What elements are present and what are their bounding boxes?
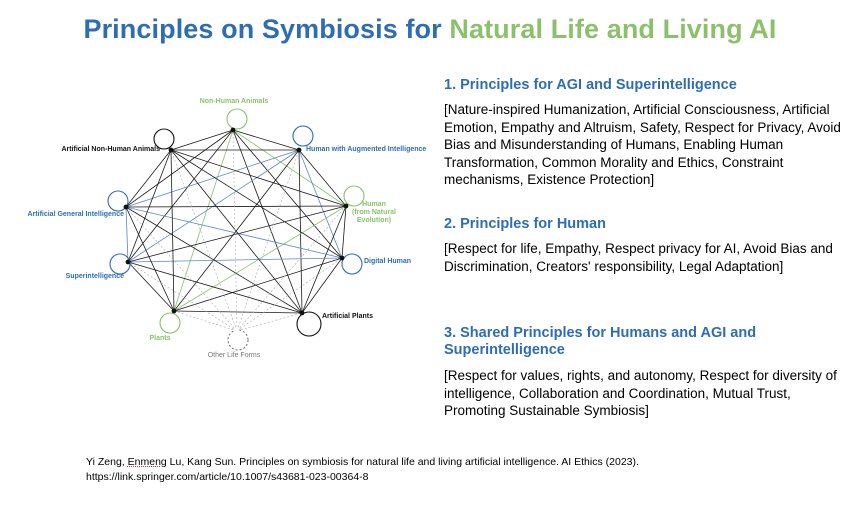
edge-hne-agi: [125, 205, 347, 208]
edge-nha-agi: [125, 129, 234, 208]
edge-hai-dh: [298, 149, 343, 259]
edge-olf-agi: [125, 206, 238, 332]
section-3-body: [Respect for values, rights, and autonom…: [444, 368, 837, 418]
node-label-agi: Artificial General Intelligence: [28, 211, 125, 218]
edge-dh-anha: [170, 149, 343, 259]
edge-ap-si: [127, 261, 303, 314]
edge-olf-nha: [232, 129, 238, 332]
edge-pl-anha: [170, 149, 175, 312]
self-loops: [107, 108, 365, 351]
node-label-si: Superintelligence: [66, 273, 124, 280]
edge-olf-ap: [236, 312, 303, 332]
node-dot-ap: [299, 310, 305, 316]
node-label-nha: Non-Human Animals: [200, 98, 269, 105]
self-loop-hai: [292, 125, 314, 147]
slide-title: Principles on Symbiosis for Natural Life…: [0, 14, 860, 45]
citation-authors: Yi Zeng, Enmeng Lu, Kang Sun. Principles…: [86, 456, 639, 468]
edge-hne-pl: [173, 205, 347, 312]
self-loop-ap: [296, 311, 322, 337]
edge-dh-agi: [125, 206, 343, 259]
edge-agi-anha: [125, 149, 172, 208]
edge-hne-si: [127, 205, 347, 263]
node-dot-si: [125, 259, 131, 265]
edge-ap-pl: [173, 310, 303, 314]
edge-nha-pl: [173, 129, 234, 312]
section-1-body: [Nature-inspired Humanization, Artificia…: [444, 102, 841, 187]
node-dots: [123, 127, 349, 334]
edge-olf-si: [127, 261, 238, 332]
self-loop-hne: [343, 185, 365, 207]
edge-olf-dh: [236, 257, 343, 332]
node-label-hai: Human with Augmented Intelligence: [306, 146, 426, 153]
node-label-dh: Digital Human: [364, 258, 411, 265]
edge-dh-ap: [301, 257, 343, 314]
self-loop-dh: [341, 253, 363, 275]
node-dot-anha: [168, 147, 174, 153]
title-part-1: Principles on Symbiosis for: [83, 14, 442, 44]
section-3-heading: 3. Shared Principles for Humans and AGI …: [444, 325, 757, 358]
node-dot-pl: [171, 308, 177, 314]
citation-url[interactable]: https://link.springer.com/article/10.100…: [86, 471, 369, 483]
edge-nha-si: [127, 129, 234, 263]
self-loop-pl: [159, 312, 181, 334]
section-2-body: [Respect for life, Empathy, Respect priv…: [444, 241, 833, 274]
edge-hai-agi: [125, 149, 300, 208]
title-part-2: Natural Life and Living AI: [449, 14, 777, 44]
edge-hne-anha: [170, 149, 347, 207]
node-dot-olf: [234, 328, 240, 334]
node-dot-agi: [123, 204, 129, 210]
edge-hne-dh: [341, 205, 347, 259]
edge-hai-si: [127, 149, 300, 263]
edge-dh-si: [127, 257, 343, 263]
edge-pl-si: [127, 261, 175, 312]
edge-si-anha: [127, 149, 172, 263]
self-loop-si: [109, 253, 131, 275]
citation: Yi Zeng, Enmeng Lu, Kang Sun. Principles…: [86, 455, 806, 485]
edge-ap-anha: [170, 149, 303, 314]
edge-si-agi: [125, 206, 129, 263]
self-loop-agi: [107, 190, 129, 212]
edge-pl-agi: [125, 206, 175, 312]
edge-hne-ap: [301, 205, 347, 314]
edge-dh-pl: [173, 257, 343, 312]
node-dot-nha: [230, 127, 236, 133]
edge-olf-pl: [173, 310, 238, 332]
self-loop-nha: [226, 108, 248, 130]
edge-nha-ap: [232, 129, 303, 314]
section-2-heading: 2. Principles for Human: [444, 216, 606, 232]
self-loop-anha: [153, 128, 175, 150]
edge-hai-pl: [173, 149, 300, 312]
node-label-pl: Plants: [149, 335, 170, 342]
node-label-olf: Other Life Forms: [208, 352, 261, 359]
edge-ap-agi: [125, 206, 303, 314]
node-label-anha: Artificial Non-Human Animals: [61, 146, 160, 153]
section-1-heading: 1. Principles for AGI and Superintellige…: [444, 77, 737, 93]
edge-hai-hne: [298, 149, 347, 207]
node-label-ap: Artificial Plants: [322, 313, 373, 320]
node-dot-hne: [343, 203, 349, 209]
edge-nha-anha: [170, 129, 234, 151]
self-loop-olf: [227, 329, 249, 351]
edge-nha-hne: [232, 129, 347, 207]
node-dot-hai: [296, 147, 302, 153]
node-dot-dh: [339, 255, 345, 261]
edge-olf-anha: [170, 149, 238, 332]
edge-nha-hai: [232, 129, 300, 151]
edge-nha-dh: [232, 129, 343, 259]
citation-author-underlined: Enmeng: [127, 456, 167, 468]
network-edges: [125, 129, 347, 332]
